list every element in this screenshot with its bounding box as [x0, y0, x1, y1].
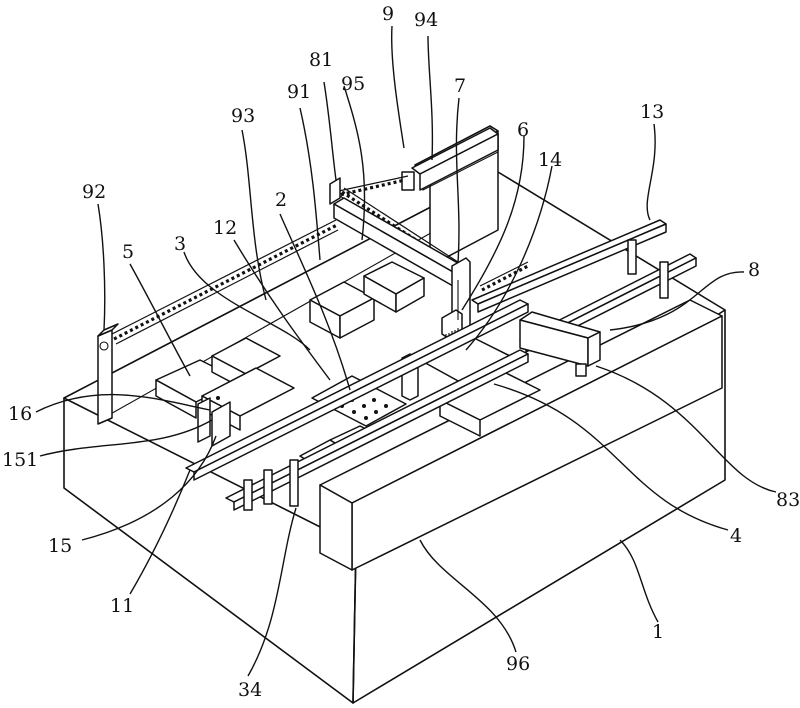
- leader-15: [81, 435, 217, 541]
- label-151: 151: [2, 449, 38, 471]
- label-6: 6: [517, 119, 529, 141]
- leader-7: [455, 97, 460, 263]
- leader-151: [39, 419, 213, 457]
- label-83: 83: [776, 489, 800, 511]
- leader-96: [419, 539, 517, 653]
- leader-1: [619, 539, 659, 623]
- leader-13: [646, 123, 656, 221]
- label-16: 16: [8, 403, 32, 425]
- label-92: 92: [82, 181, 106, 203]
- leader-8: [609, 271, 745, 331]
- leader-91: [299, 107, 321, 261]
- leader-92: [97, 203, 106, 331]
- leader-lines: [35, 25, 777, 677]
- label-13: 13: [640, 101, 664, 123]
- leader-5: [129, 263, 191, 377]
- label-34: 34: [238, 679, 262, 701]
- label-94: 94: [414, 9, 438, 31]
- leader-81: [323, 81, 337, 181]
- front-rails: [185, 299, 529, 511]
- leader-34: [247, 507, 297, 677]
- label-3: 3: [174, 233, 186, 255]
- label-15: 15: [48, 535, 72, 557]
- leader-94: [427, 35, 434, 161]
- label-91: 91: [287, 81, 311, 103]
- leader-14: [465, 165, 553, 351]
- leader-83: [595, 365, 777, 493]
- label-4: 4: [730, 525, 742, 547]
- leader-12: [233, 239, 331, 381]
- label-7: 7: [454, 75, 466, 97]
- label-2: 2: [275, 189, 287, 211]
- leader-2: [279, 213, 351, 391]
- leader-4: [493, 383, 729, 531]
- leader-3: [183, 251, 311, 351]
- label-8: 8: [748, 259, 760, 281]
- label-14: 14: [538, 149, 562, 171]
- label-81: 81: [309, 49, 333, 71]
- label-5: 5: [122, 241, 134, 263]
- label-9: 9: [382, 3, 394, 25]
- label-95: 95: [341, 73, 365, 95]
- label-1: 1: [652, 621, 664, 643]
- reference-numerals: 9 94 81 95 91 93 7 6 14 13 92 2 12 3 5 8…: [2, 3, 800, 701]
- right-rails: [471, 219, 697, 377]
- label-96: 96: [506, 653, 530, 675]
- leader-6: [461, 135, 525, 311]
- label-93: 93: [231, 105, 255, 127]
- leader-9: [391, 25, 405, 149]
- label-11: 11: [110, 595, 134, 617]
- leader-16: [35, 393, 211, 413]
- label-12: 12: [213, 217, 237, 239]
- leader-93: [241, 129, 267, 301]
- leader-95: [343, 85, 366, 241]
- leader-11: [129, 469, 191, 595]
